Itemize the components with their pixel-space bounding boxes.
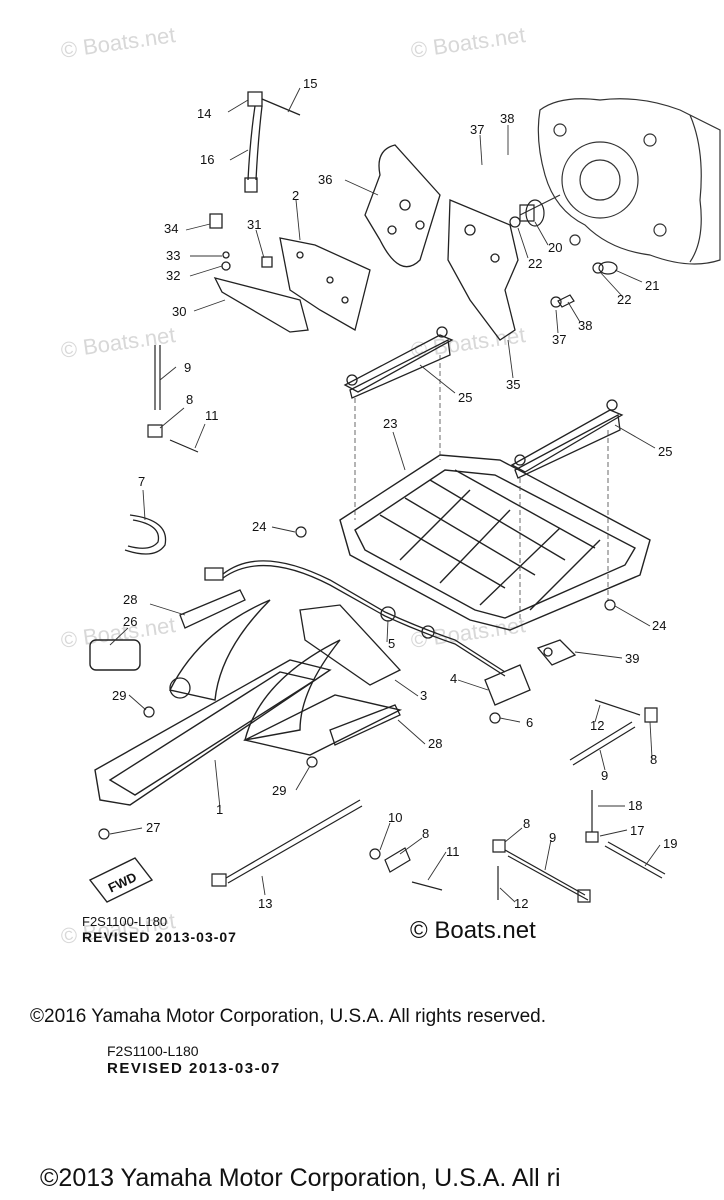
callout-28: 28 bbox=[428, 736, 442, 751]
forward-label: FWD bbox=[106, 869, 139, 895]
diagram-code: F2S1100-L180 bbox=[82, 914, 167, 929]
revised-date-footer: REVISED 2013-03-07 bbox=[107, 1060, 281, 1077]
callout-35: 35 bbox=[506, 377, 520, 392]
callout-37: 37 bbox=[470, 122, 484, 137]
callout-23: 23 bbox=[383, 416, 397, 431]
callout-12: 12 bbox=[514, 896, 528, 911]
callout-8: 8 bbox=[523, 816, 530, 831]
callout-numbers: 15 14 16 37 38 36 2 34 31 33 32 20 22 21… bbox=[112, 76, 677, 911]
cable-band bbox=[125, 515, 166, 554]
watermark: © Boats.net bbox=[59, 322, 177, 363]
callout-15: 15 bbox=[303, 76, 317, 91]
callout-11: 11 bbox=[205, 408, 219, 423]
callout-21: 21 bbox=[645, 278, 659, 293]
bilge-cable bbox=[205, 561, 505, 676]
diagram-code-footer: F2S1100-L180 bbox=[107, 1043, 199, 1059]
callout-10: 10 bbox=[388, 810, 402, 825]
callout-2: 2 bbox=[292, 188, 299, 203]
callout-32: 32 bbox=[166, 268, 180, 283]
callout-36: 36 bbox=[318, 172, 332, 187]
callout-8: 8 bbox=[422, 826, 429, 841]
callout-9: 9 bbox=[601, 768, 608, 783]
callout-1: 1 bbox=[216, 802, 223, 817]
callout-27: 27 bbox=[146, 820, 160, 835]
callout-19: 19 bbox=[663, 836, 677, 851]
rubber-mounts bbox=[510, 200, 617, 307]
engine-plate bbox=[365, 145, 518, 340]
callout-14: 14 bbox=[197, 106, 211, 121]
callout-6: 6 bbox=[526, 715, 533, 730]
mount-rails bbox=[345, 327, 622, 478]
alignment-lines bbox=[355, 355, 608, 620]
callout-22: 22 bbox=[528, 256, 542, 271]
fasteners bbox=[99, 345, 665, 902]
callout-22: 22 bbox=[617, 292, 631, 307]
callout-33: 33 bbox=[166, 248, 180, 263]
engine-bed-frame bbox=[340, 455, 650, 630]
callout-7: 7 bbox=[138, 474, 145, 489]
callout-18: 18 bbox=[628, 798, 642, 813]
callout-17: 17 bbox=[630, 823, 644, 838]
ride-plate bbox=[170, 590, 400, 745]
callout-37: 37 bbox=[552, 332, 566, 347]
callout-39: 39 bbox=[625, 651, 639, 666]
callout-25: 25 bbox=[658, 444, 672, 459]
copyright-2016: ©2016 Yamaha Motor Corporation, U.S.A. A… bbox=[30, 1006, 546, 1027]
callout-26: 26 bbox=[123, 614, 137, 629]
clamp-band bbox=[245, 92, 300, 192]
boats-net-credit: © Boats.net bbox=[410, 917, 536, 944]
callout-13: 13 bbox=[258, 896, 272, 911]
callout-20: 20 bbox=[548, 240, 562, 255]
engine-block bbox=[520, 99, 720, 264]
callout-8: 8 bbox=[186, 392, 193, 407]
callout-16: 16 bbox=[200, 152, 214, 167]
callout-28: 28 bbox=[123, 592, 137, 607]
mount-plate bbox=[210, 214, 370, 332]
watermark: © Boats.net bbox=[59, 612, 177, 653]
callout-3: 3 bbox=[420, 688, 427, 703]
callout-9: 9 bbox=[549, 830, 556, 845]
callout-24: 24 bbox=[252, 519, 266, 534]
copyright-2013: ©2013 Yamaha Motor Corporation, U.S.A. A… bbox=[40, 1164, 561, 1192]
revised-date: REVISED 2013-03-07 bbox=[82, 929, 237, 945]
callout-29: 29 bbox=[272, 783, 286, 798]
callout-11: 11 bbox=[446, 844, 460, 859]
callout-24: 24 bbox=[652, 618, 666, 633]
watermark: © Boats.net bbox=[409, 22, 527, 63]
callout-29: 29 bbox=[112, 688, 126, 703]
callout-9: 9 bbox=[184, 360, 191, 375]
callout-38: 38 bbox=[578, 318, 592, 333]
callout-31: 31 bbox=[247, 217, 261, 232]
callout-38: 38 bbox=[500, 111, 514, 126]
watermarks: © Boats.net © Boats.net © Boats.net © Bo… bbox=[59, 22, 527, 949]
callout-12: 12 bbox=[590, 718, 604, 733]
callout-4: 4 bbox=[450, 671, 457, 686]
watermark: © Boats.net bbox=[59, 22, 177, 63]
callout-25: 25 bbox=[458, 390, 472, 405]
leader-lines bbox=[110, 88, 660, 902]
callout-8: 8 bbox=[650, 752, 657, 767]
parts-diagram: © Boats.net © Boats.net © Boats.net © Bo… bbox=[59, 22, 724, 949]
forward-arrow: FWD bbox=[90, 858, 152, 902]
callout-30: 30 bbox=[172, 304, 186, 319]
pump-bracket bbox=[485, 640, 575, 705]
callout-34: 34 bbox=[164, 221, 178, 236]
callout-5: 5 bbox=[388, 636, 395, 651]
